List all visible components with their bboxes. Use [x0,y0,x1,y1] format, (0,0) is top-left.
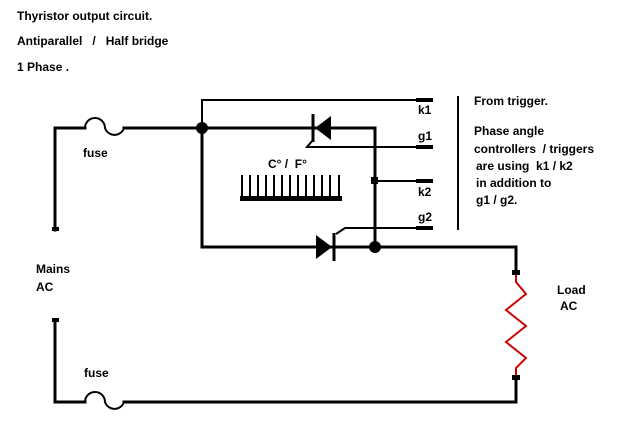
heatsink-label: C° / F° [268,157,307,171]
note-line-5: in addition to [476,176,551,190]
k1-terminal[interactable] [416,98,433,102]
note-line-2: Phase angle [474,124,544,138]
g1-label: g1 [418,129,432,143]
g1-terminal[interactable] [416,145,433,149]
fuse-top-shape [84,117,125,136]
fuse-top-icon [84,117,125,136]
k2-label: k2 [418,185,432,199]
title-line-1: Thyristor output circuit. [17,9,152,23]
g2-label: g2 [418,210,432,224]
fuse-bottom-shape [84,391,125,410]
title-line-2: Antiparallel / Half bridge [17,34,169,48]
load-label-line-2: AC [560,299,578,313]
terminal-wires [201,99,432,235]
k2-terminal[interactable] [416,179,433,183]
load-bottom-terminal [512,375,520,380]
g2-wire [335,227,432,235]
fuse-bottom-icon [84,391,125,410]
terminal-marks [371,98,433,230]
mains-label-line-1: Mains [36,262,70,276]
resistor-zigzag [504,275,528,375]
mains-label-line-2: AC [36,280,54,294]
title-line-3: 1 Phase . [17,60,69,74]
junction-dot-top [196,122,208,134]
resistor-icon [504,270,528,380]
k2-junction [371,177,378,184]
mains-top-terminal [52,227,59,231]
load-label-line-1: Load [557,283,586,297]
heatsink-icon [240,175,342,201]
g2-terminal[interactable] [416,226,433,230]
note-line-4: are using k1 / k2 [476,159,573,173]
fuse-top-label: fuse [83,146,108,160]
heatsink-fins [241,175,340,197]
fuse-bottom-label: fuse [84,366,109,380]
k1-wire [201,99,432,128]
note-line-6: g1 / g2. [476,193,517,207]
thyristor-upper-icon [304,114,334,142]
junction-dot-bottom [369,241,381,253]
thyristor-lower-icon [312,233,342,261]
load-top-terminal [512,270,520,275]
mains-bottom-terminal [52,318,59,322]
note-line-3: controllers / triggers [474,142,594,156]
note-from-trigger: From trigger. [474,94,548,108]
k1-label: k1 [418,103,432,117]
heatsink-base [240,196,342,201]
